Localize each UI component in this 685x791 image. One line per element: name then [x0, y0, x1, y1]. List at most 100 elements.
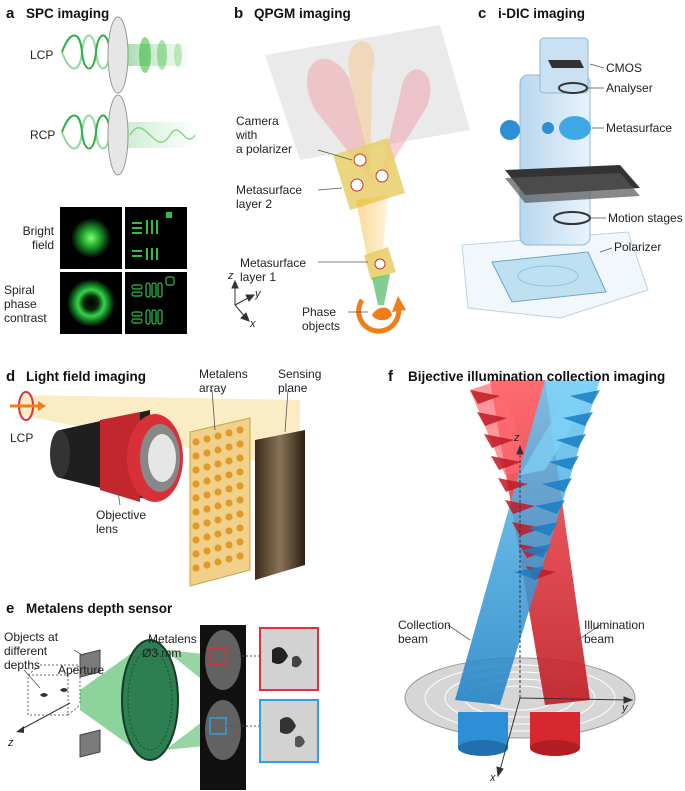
metalens-dot	[236, 482, 244, 490]
rcp-metasurface-disk	[107, 94, 129, 176]
panel-f-axis-z: z	[514, 432, 520, 444]
metalens-dot	[225, 541, 233, 549]
diameter-label: Ø3 mm	[142, 646, 182, 660]
panel-b-graphics	[231, 25, 470, 334]
panel-c-letter: c	[478, 5, 487, 22]
panel-e-letter: e	[6, 600, 15, 617]
lcp-output-beam	[128, 37, 188, 73]
collection-spike	[535, 500, 565, 514]
panel-f-graphics	[404, 380, 636, 778]
metalens-dot	[192, 536, 200, 544]
lcp-metasurface-disk	[107, 16, 129, 94]
metalens-dot	[236, 496, 244, 504]
objective-lens	[50, 410, 183, 502]
metalens-dot	[214, 502, 222, 510]
panel-e-title: Metalens depth sensor	[26, 601, 173, 616]
panel-b-title: QPGM imaging	[254, 6, 351, 21]
metalens-dot	[203, 491, 211, 499]
collection-spike	[514, 566, 544, 580]
metalens-dot	[203, 519, 211, 527]
metalens-dot	[192, 466, 200, 474]
sensing-plane	[255, 430, 305, 580]
lcp-label: LCP	[30, 48, 54, 62]
metasurface-label: Metasurface	[606, 121, 673, 135]
metalens-dot	[236, 440, 244, 448]
panel-d-graphics	[10, 389, 305, 587]
panel-e-graphics	[16, 625, 319, 790]
metalens-dot	[214, 488, 222, 496]
metalens-dot	[192, 550, 200, 558]
lcp-label-d: LCP	[10, 431, 34, 445]
analyser-ring	[558, 82, 588, 94]
metalens-dot	[236, 524, 244, 532]
metalens-dot	[214, 516, 222, 524]
metalens-label: Metalens	[148, 632, 197, 646]
motion-stages-label: Motion stages	[608, 211, 683, 225]
analyser-label: Analyser	[606, 81, 653, 95]
metalens-dot	[225, 485, 233, 493]
collection-spike	[556, 434, 586, 448]
metalens-dot	[192, 438, 200, 446]
collection-spike	[542, 478, 572, 492]
metalens-dot	[192, 564, 200, 572]
polarizer-label: Polarizer	[614, 240, 662, 254]
metalens-dot	[203, 477, 211, 485]
panel-f-axis-y: y	[622, 702, 628, 714]
cmos-sensor	[548, 60, 584, 68]
polarizer-plate	[491, 251, 607, 303]
panel-b-axis-z: z	[228, 270, 234, 282]
metalens-dot	[225, 527, 233, 535]
panel-e-axis-z: z	[8, 737, 14, 749]
collection-spike	[521, 544, 551, 558]
panel-d-title: Light field imaging	[26, 369, 146, 384]
metalens-array-dots	[192, 426, 244, 572]
metalens-dot	[203, 505, 211, 513]
metalens-dot	[214, 460, 222, 468]
rcp-helix	[61, 114, 111, 150]
panel-a-graphics	[60, 16, 196, 334]
metalens-dot	[203, 463, 211, 471]
metalens-dot	[236, 426, 244, 434]
illumination-spike	[491, 456, 521, 470]
metalens-dot	[225, 471, 233, 479]
metalens-dot	[192, 522, 200, 530]
metasurface-layer-2	[333, 138, 405, 210]
spiral-phase-target-image	[125, 272, 187, 334]
metalens-dot	[236, 552, 244, 560]
collection-spike	[549, 456, 579, 470]
metalens-dot	[225, 457, 233, 465]
panel-f-title: Bijective illumination collection imagin…	[408, 369, 666, 384]
metalens-dot	[192, 452, 200, 460]
panel-f-letter: f	[388, 368, 393, 385]
rcp-label: RCP	[30, 128, 56, 142]
panel-b-axis-y: y	[255, 288, 261, 300]
illumination-spike	[477, 412, 507, 426]
panel-f-axes	[496, 444, 634, 778]
panel-a-letter: a	[6, 5, 15, 22]
panel-c-title: i-DIC imaging	[498, 6, 585, 21]
panel-a-title: SPC imaging	[26, 6, 110, 21]
aperture-top	[79, 649, 101, 678]
metalens-dot	[236, 454, 244, 462]
metalens-dot	[236, 538, 244, 546]
metalens-dot	[203, 533, 211, 541]
metalens-dot	[225, 429, 233, 437]
metalens-dot	[203, 435, 211, 443]
collection-spike	[528, 522, 558, 536]
metalens-dot	[192, 508, 200, 516]
focus-knob-left	[500, 120, 520, 140]
illumination-spike	[470, 390, 500, 404]
collection-spike	[570, 390, 600, 404]
rcp-output-beam	[128, 122, 196, 148]
metalens-dot	[225, 513, 233, 521]
